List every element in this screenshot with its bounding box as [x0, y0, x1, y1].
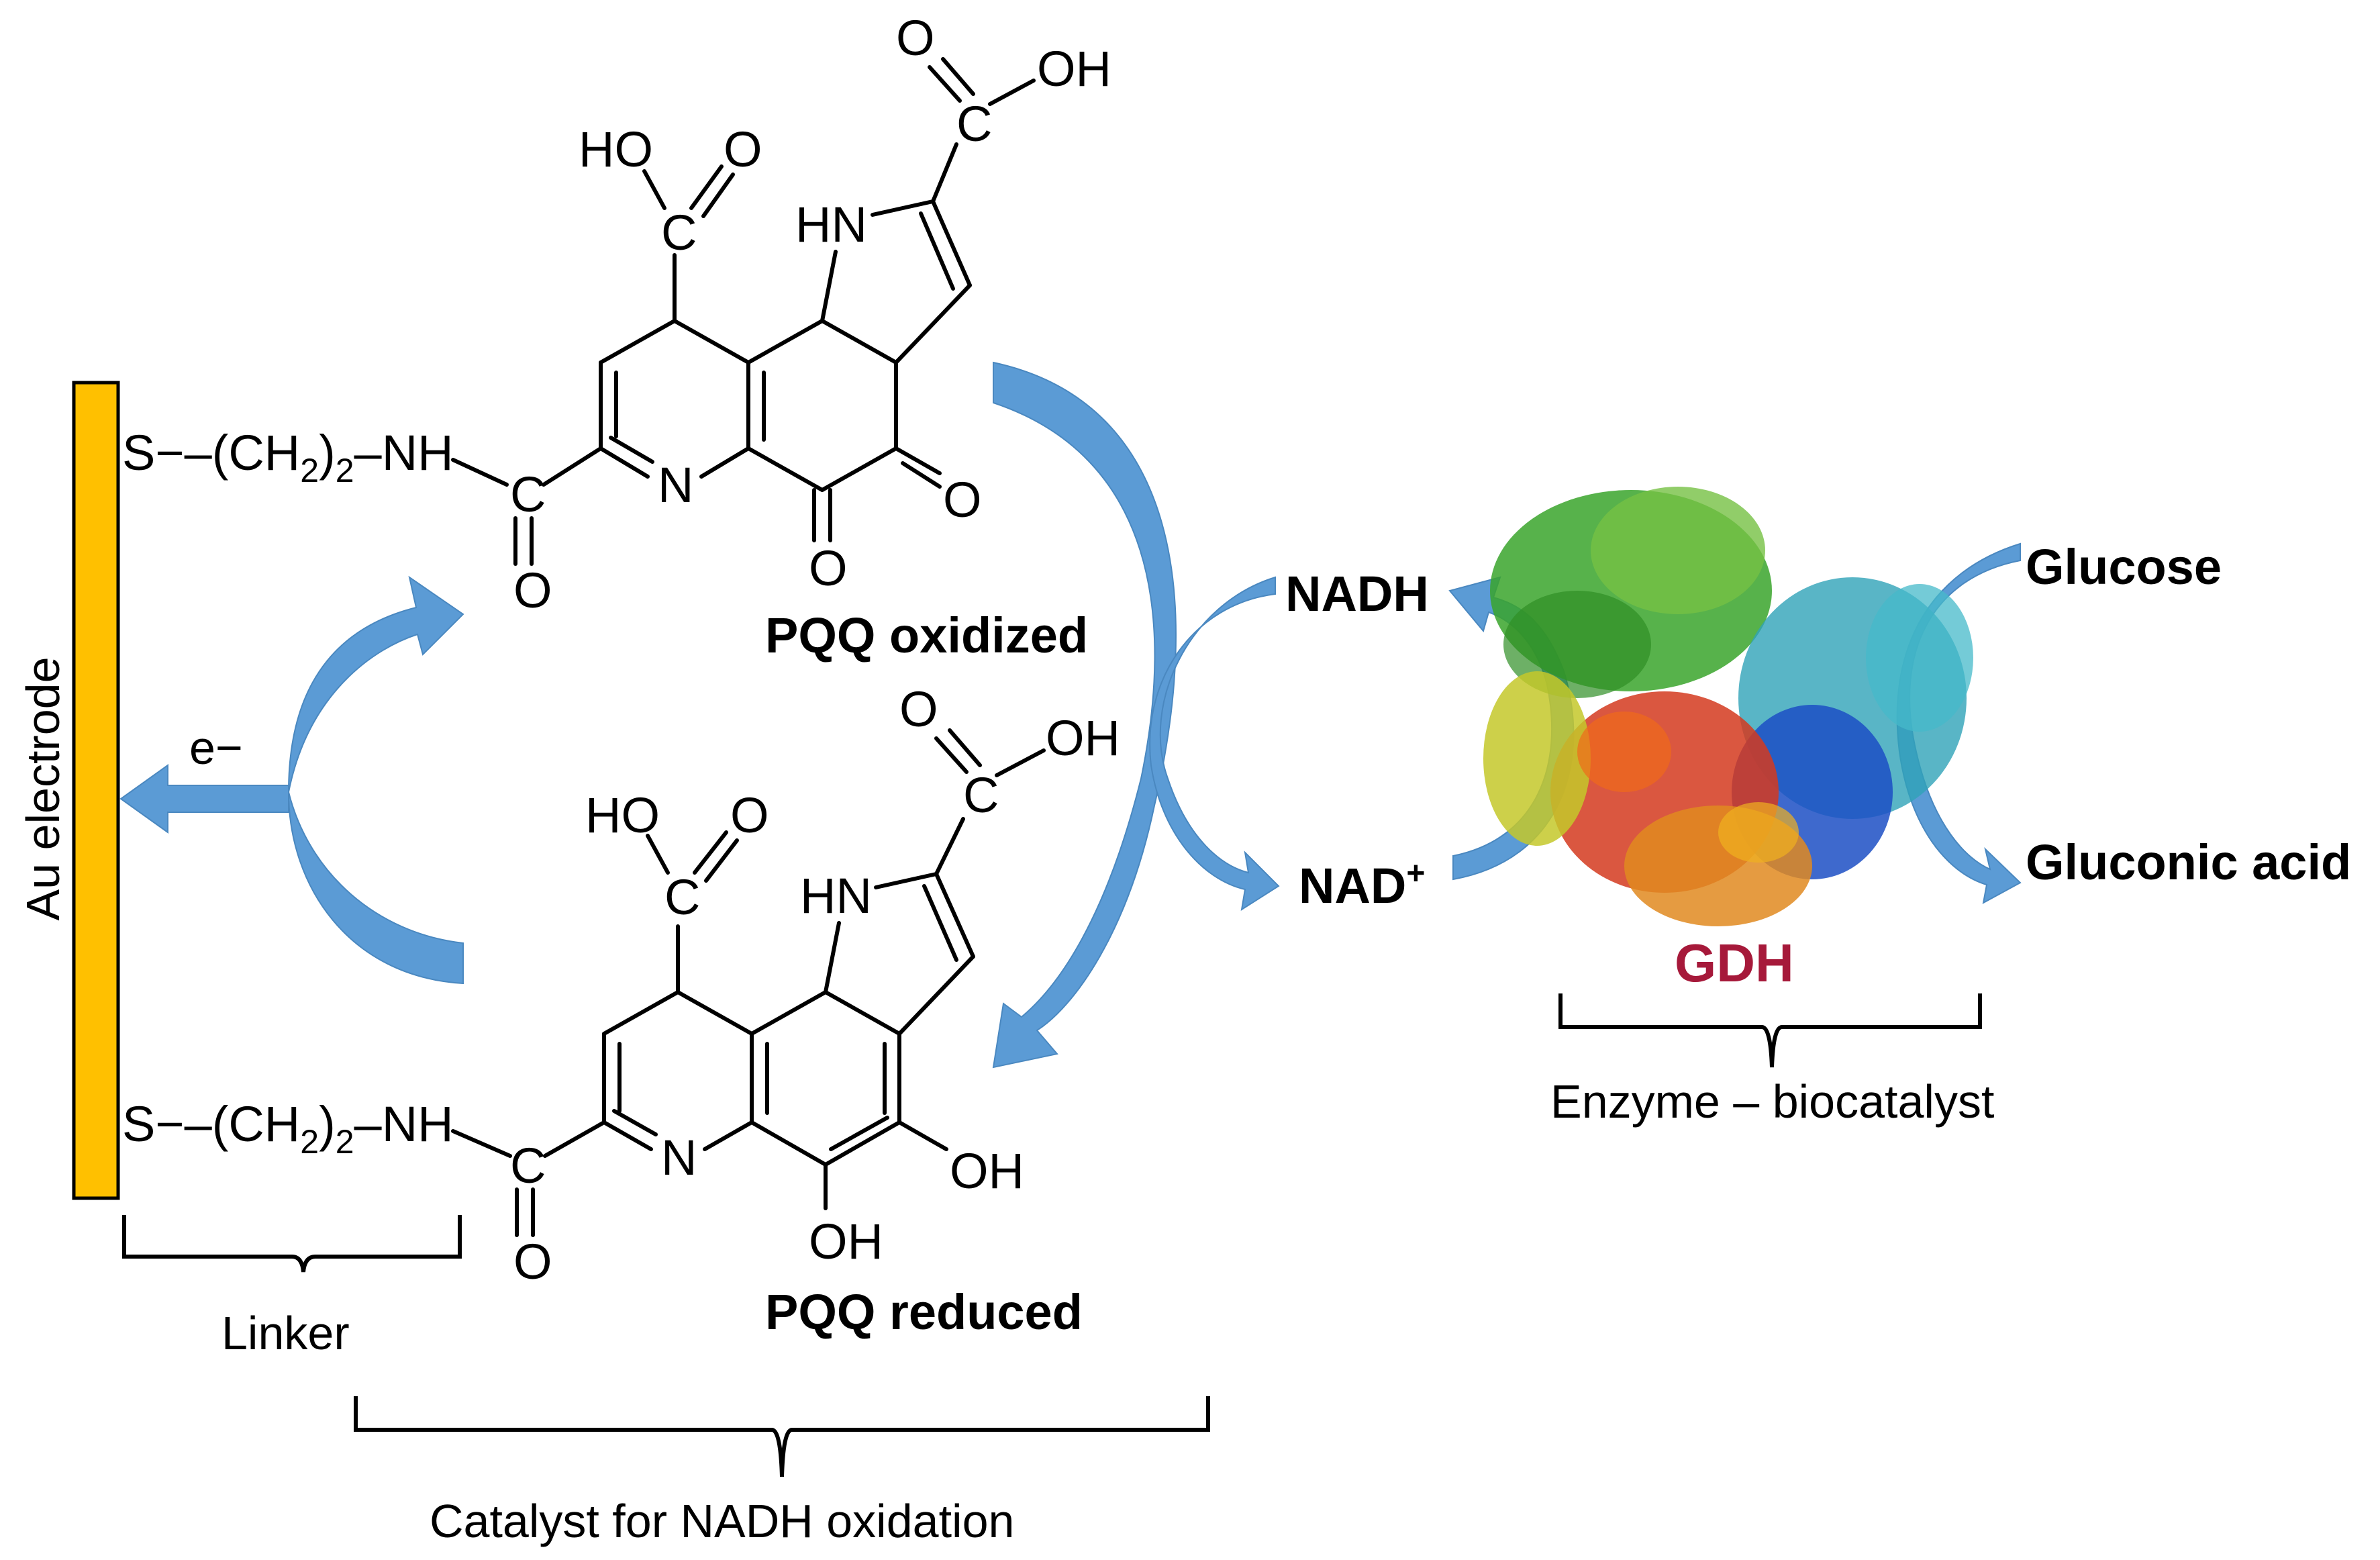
catalyst-caption: Catalyst for NADH oxidation: [430, 1495, 1014, 1547]
svg-text:C: C: [664, 869, 700, 925]
enzyme-caption: Enzyme – biocatalyst: [1550, 1075, 1994, 1128]
svg-text:HO: HO: [579, 121, 653, 177]
protein-structure-icon: [1483, 487, 1973, 926]
nadh-oxidation-arrow: [1149, 576, 1280, 912]
linker-top: S−–(CH2)2–NH: [122, 425, 454, 489]
pqq-oxidized-structure: C O N O O C HO O: [451, 10, 1111, 618]
svg-text:HN: HN: [800, 868, 872, 924]
svg-text:OH: OH: [809, 1214, 883, 1269]
pqq-reduced-label: PQQ reduced: [765, 1284, 1083, 1340]
gluconic-acid-label: Gluconic acid: [2026, 834, 2351, 890]
svg-text:O: O: [809, 540, 848, 596]
linker-bottom: S−–(CH2)2–NH: [122, 1096, 454, 1161]
electrode-label: Au electrode: [17, 656, 69, 920]
au-electrode: [72, 381, 120, 1200]
svg-text:N: N: [658, 457, 693, 513]
svg-text:S−–(CH2)2–NH: S−–(CH2)2–NH: [122, 1096, 454, 1161]
svg-text:O: O: [513, 563, 552, 618]
svg-text:HN: HN: [795, 197, 867, 252]
svg-text:O: O: [899, 681, 938, 737]
svg-text:O: O: [896, 10, 935, 66]
gdh-label: GDH: [1675, 933, 1794, 993]
svg-text:HO: HO: [585, 787, 660, 843]
svg-text:N: N: [661, 1130, 697, 1185]
svg-text:O: O: [513, 1234, 552, 1289]
svg-text:C: C: [510, 467, 546, 522]
svg-text:C: C: [661, 205, 697, 260]
enzyme-brace: [1558, 993, 1982, 1068]
svg-text:O: O: [943, 472, 982, 528]
electron-arrow: e−: [119, 722, 289, 834]
pqq-reduced-structure: C O N OH OH C HO O: [451, 681, 1120, 1289]
nadh-label: NADH: [1285, 566, 1429, 622]
svg-text:C: C: [510, 1138, 546, 1193]
linker-brace: [122, 1215, 462, 1273]
svg-text:OH: OH: [950, 1143, 1024, 1199]
svg-text:S−–(CH2)2–NH: S−–(CH2)2–NH: [122, 425, 454, 489]
catalyst-brace: [354, 1396, 1210, 1477]
pqq-regeneration-arrow: [992, 361, 1177, 1069]
svg-text:O: O: [724, 121, 762, 177]
pqq-oxidized-label: PQQ oxidized: [765, 607, 1088, 663]
svg-text:C: C: [963, 767, 999, 823]
svg-text:O: O: [730, 787, 769, 843]
linker-caption: Linker: [221, 1307, 350, 1359]
nad-label: NAD+: [1299, 856, 1425, 914]
glucose-label: Glucose: [2026, 539, 2222, 595]
svg-text:C: C: [956, 96, 992, 152]
svg-text:OH: OH: [1046, 710, 1120, 766]
electron-label: e−: [189, 722, 243, 774]
left-cycle-arrows: [288, 575, 464, 985]
svg-text:OH: OH: [1037, 41, 1111, 97]
